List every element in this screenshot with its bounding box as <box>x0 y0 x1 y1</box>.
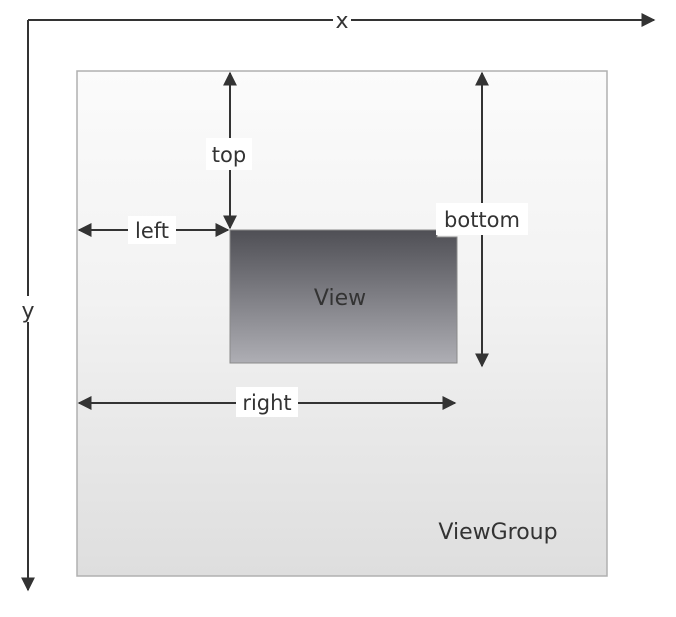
right-label: right <box>242 391 291 415</box>
x-axis-label: x <box>335 9 348 34</box>
top-label: top <box>212 143 246 167</box>
view-label: View <box>314 286 366 311</box>
viewgroup-label: ViewGroup <box>438 520 557 545</box>
y-axis-label: y <box>21 299 34 324</box>
bottom-label: bottom <box>444 208 520 232</box>
left-label: left <box>135 219 169 243</box>
